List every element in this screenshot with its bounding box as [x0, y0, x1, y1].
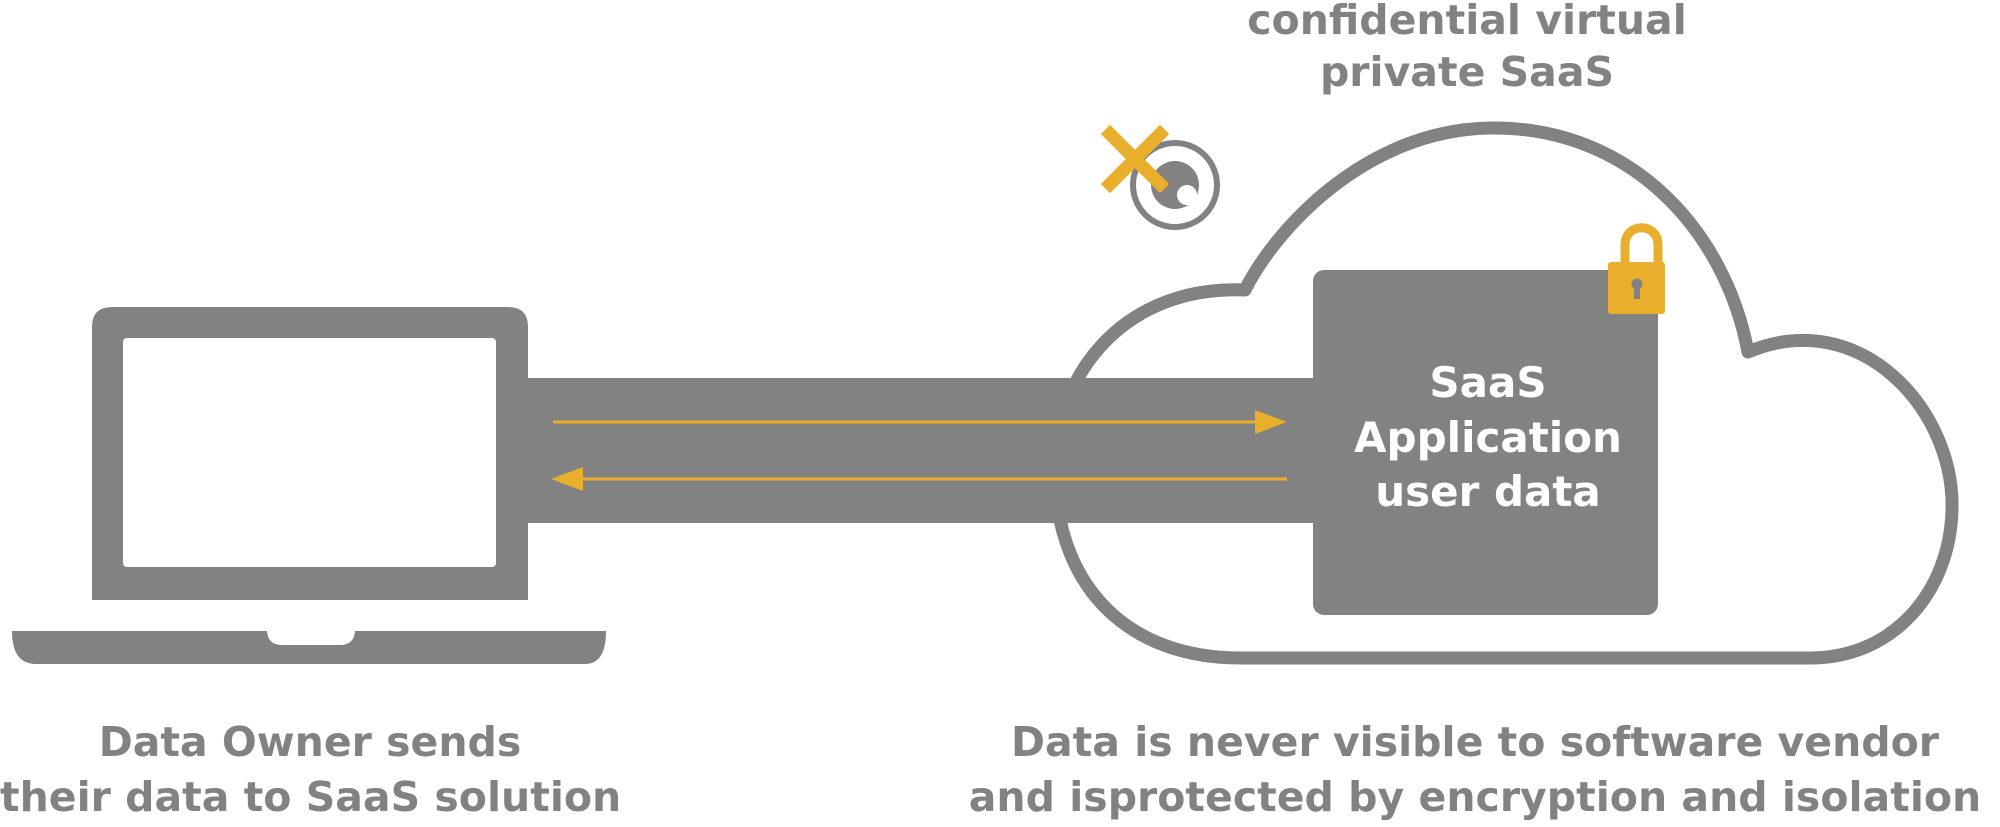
- saas-application-label: SaaS Application user data: [1318, 356, 1658, 520]
- vendor-caption: Data is never visible to software vendor…: [950, 715, 2000, 825]
- blocked-eye-icon: [1100, 124, 1220, 230]
- owner-caption-line-1: Data Owner sends: [98, 718, 522, 766]
- app-label-line-2: Application: [1354, 412, 1622, 462]
- cloud-title-line-1: confidential virtual: [1247, 0, 1687, 44]
- saas-application-box: [1313, 270, 1658, 615]
- laptop-icon: [12, 307, 606, 664]
- arrow-left-icon: [551, 467, 1287, 491]
- cloud-title: confidential virtual private SaaS: [1147, 0, 1787, 99]
- vendor-caption-line-1: Data is never visible to software vendor: [1010, 718, 1940, 766]
- arrow-right-icon: [553, 410, 1287, 434]
- data-owner-caption: Data Owner sends their data to SaaS solu…: [0, 715, 622, 825]
- app-label-line-3: user data: [1375, 467, 1601, 517]
- connection-pipe: [525, 378, 1317, 523]
- vendor-caption-line-2: and isprotected by encryption and isolat…: [968, 772, 1982, 821]
- padlock-icon: [1608, 223, 1665, 314]
- cloud-title-line-2: private SaaS: [1319, 48, 1615, 97]
- owner-caption-line-2: their data to SaaS solution: [0, 772, 622, 821]
- app-label-line-1: SaaS: [1429, 358, 1547, 407]
